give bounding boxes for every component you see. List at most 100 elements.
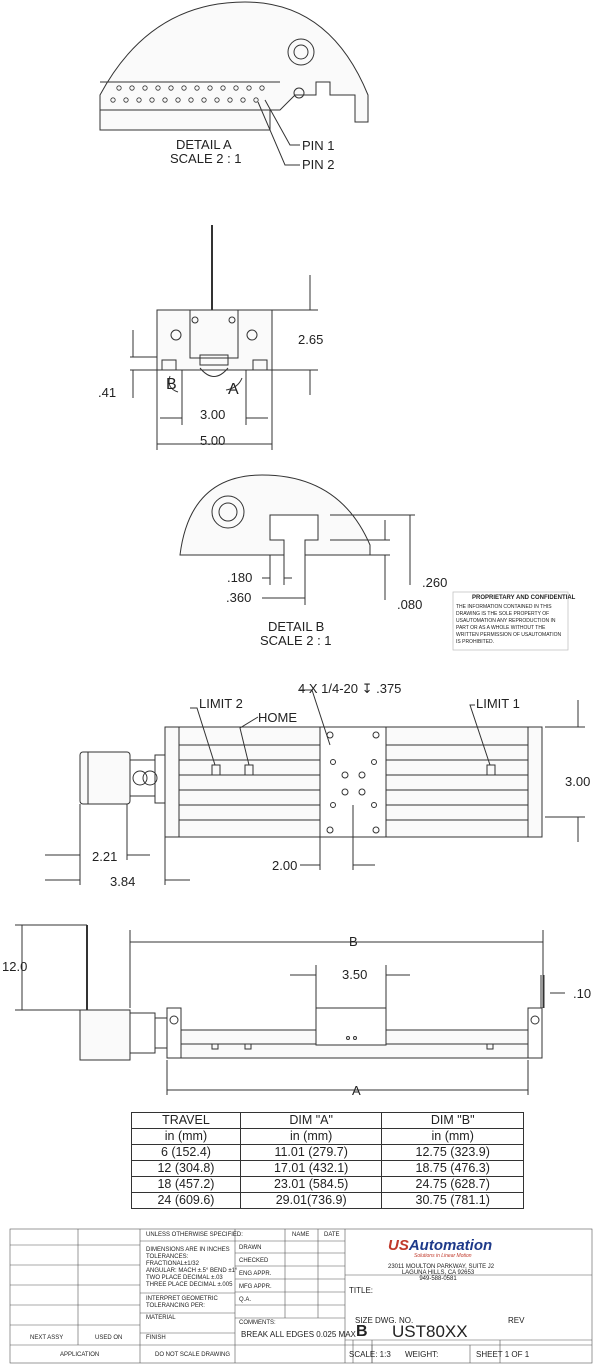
table-unit: in (mm): [239, 1128, 383, 1145]
tolerance-line: THREE PLACE DECIMAL ±.005: [146, 1282, 233, 1288]
table-row: 24 (609.6) 29.01(736.9) 30.75 (781.1): [131, 1192, 524, 1209]
detail-a-title: DETAIL A: [176, 137, 232, 152]
pin-1-label: PIN 1: [302, 138, 335, 153]
table-cell: 17.01 (432.1): [239, 1160, 383, 1177]
table-row: 12 (304.8) 17.01 (432.1) 18.75 (476.3): [131, 1160, 524, 1177]
table-cell: 23.01 (584.5): [239, 1176, 383, 1193]
size-value: B: [356, 1323, 368, 1340]
dim-0-41: .41: [98, 385, 117, 400]
next-assy-label: NEXT ASSY: [30, 1335, 64, 1341]
dim-5-00: 5.00: [200, 433, 226, 448]
drawing-number: UST80XX: [392, 1322, 468, 1341]
dim-2-00: 2.00: [272, 858, 298, 873]
section-b-marker: B: [166, 376, 177, 393]
dim-3-84: 3.84: [110, 874, 136, 889]
address-line: 949-588-0581: [419, 1276, 457, 1282]
dim-0-080: .080: [397, 597, 423, 612]
dwg-no-label: DWG. NO.: [375, 1316, 414, 1325]
dim-0-10: .10: [573, 986, 592, 1001]
dimension-table: TRAVEL DIM "A" DIM "B" in (mm) in (mm) i…: [131, 1112, 524, 1209]
table-cell: 24 (609.6): [131, 1192, 241, 1209]
detail-b-view: [179, 474, 415, 605]
side-view: [15, 924, 565, 1095]
table-header: DIM "A": [239, 1112, 383, 1129]
proprietary-heading: PROPRIETARY AND CONFIDENTIAL: [472, 595, 576, 601]
table-cell: 6 (152.4): [131, 1144, 241, 1161]
unless-specified: UNLESS OTHERWISE SPECIFIED:: [146, 1232, 243, 1238]
material-label: MATERIAL: [146, 1315, 176, 1321]
date-header: DATE: [324, 1232, 340, 1238]
proprietary-line: IS PROHIBITED.: [456, 639, 495, 645]
do-not-scale-label: DO NOT SCALE DRAWING: [155, 1352, 231, 1358]
weight-label: WEIGHT:: [405, 1350, 439, 1359]
dim-0-260: .260: [422, 575, 448, 590]
tolerance-line: ANGULAR: MACH ±.5° BEND ±1°: [146, 1268, 238, 1274]
dim-2-65: 2.65: [298, 332, 324, 347]
detail-b-title: DETAIL B: [268, 619, 325, 634]
sheet-label: SHEET 1 OF 1: [476, 1350, 530, 1359]
table-cell: 30.75 (781.1): [381, 1192, 524, 1209]
end-view: [130, 225, 318, 450]
title-label: TITLE:: [349, 1286, 374, 1295]
dim-2-21: 2.21: [92, 849, 118, 864]
detail-b-scale: SCALE 2 : 1: [260, 633, 332, 648]
detail-a-scale: SCALE 2 : 1: [170, 151, 242, 166]
comments-label: COMMENTS:: [239, 1320, 276, 1326]
drawn-label: DRAWN: [239, 1245, 262, 1251]
proprietary-line: USAUTOMATION ANY REPRODUCTION IN: [456, 618, 556, 624]
dim-b-label: B: [349, 934, 358, 949]
table-header: DIM "B": [381, 1112, 524, 1129]
size-label: SIZE: [355, 1316, 373, 1325]
limit-1-label: LIMIT 1: [476, 696, 520, 711]
tolerance-line: FRACTIONAL±1/32: [146, 1261, 199, 1267]
section-a-marker: A: [228, 381, 239, 398]
scale-label: SCALE: 1:3: [349, 1350, 391, 1359]
rev-label: REV: [508, 1316, 525, 1325]
proprietary-box: [452, 591, 569, 651]
table-cell: 18.75 (476.3): [381, 1160, 524, 1177]
name-header: NAME: [292, 1232, 310, 1238]
pin-2-label: PIN 2: [302, 157, 335, 172]
table-cell: 12.75 (323.9): [381, 1144, 524, 1161]
detail-a-pins: [110, 85, 265, 103]
top-view: [45, 689, 585, 885]
logo-us: US: [388, 1237, 409, 1254]
table-unit: in (mm): [131, 1128, 241, 1145]
dim-a-label: A: [352, 1083, 361, 1098]
used-on-label: USED ON: [95, 1335, 123, 1341]
detail-a-view: [99, 1, 369, 166]
proprietary-line: DRAWING IS THE SOLE PROPERTY OF: [456, 611, 550, 617]
interpret-line: TOLERANCING PER:: [146, 1303, 205, 1309]
dim-3-00-end: 3.00: [200, 407, 226, 422]
tapped-holes-callout: 4 X 1/4-20 ↧ .375: [298, 681, 402, 696]
interpret-line: INTERPRET GEOMETRIC: [146, 1296, 218, 1302]
mfg-appr-label: MFG APPR.: [239, 1284, 272, 1290]
table-row: 18 (457.2) 23.01 (584.5) 24.75 (628.7): [131, 1176, 524, 1193]
dim-0-360: .360: [226, 590, 252, 605]
limit-2-label: LIMIT 2: [199, 696, 243, 711]
qa-label: Q.A.: [239, 1297, 252, 1303]
table-cell: 11.01 (279.7): [239, 1144, 383, 1161]
tolerance-line: TWO PLACE DECIMAL ±.03: [146, 1275, 223, 1281]
table-cell: 24.75 (628.7): [381, 1176, 524, 1193]
logo-rest: Automation: [408, 1237, 493, 1254]
dim-3-50: 3.50: [342, 967, 368, 982]
table-row: 6 (152.4) 11.01 (279.7) 12.75 (323.9): [131, 1144, 524, 1161]
proprietary-line: WRITTEN PERMISSION OF USAUTOMATION: [456, 632, 562, 638]
home-label: HOME: [258, 710, 297, 725]
application-label: APPLICATION: [60, 1352, 100, 1358]
dim-12-0: 12.0: [2, 959, 28, 974]
tolerance-line: DIMENSIONS ARE IN INCHES: [146, 1247, 230, 1253]
dim-3-00-top: 3.00: [565, 774, 591, 789]
tolerance-line: TOLERANCES:: [146, 1254, 189, 1260]
dim-0-180: .180: [227, 570, 253, 585]
proprietary-line: THE INFORMATION CONTAINED IN THIS: [456, 604, 552, 610]
title-block-grid: [9, 1228, 593, 1364]
table-header-row: TRAVEL DIM "A" DIM "B": [131, 1112, 524, 1129]
table-cell: 12 (304.8): [131, 1160, 241, 1177]
table-unit: in (mm): [381, 1128, 524, 1145]
proprietary-line: PART OR AS A WHOLE WITHOUT THE: [456, 625, 546, 631]
comments-text: BREAK ALL EDGES 0.025 MAX: [241, 1330, 356, 1339]
address-line: 23011 MOULTON PARKWAY, SUITE J2: [388, 1264, 495, 1270]
